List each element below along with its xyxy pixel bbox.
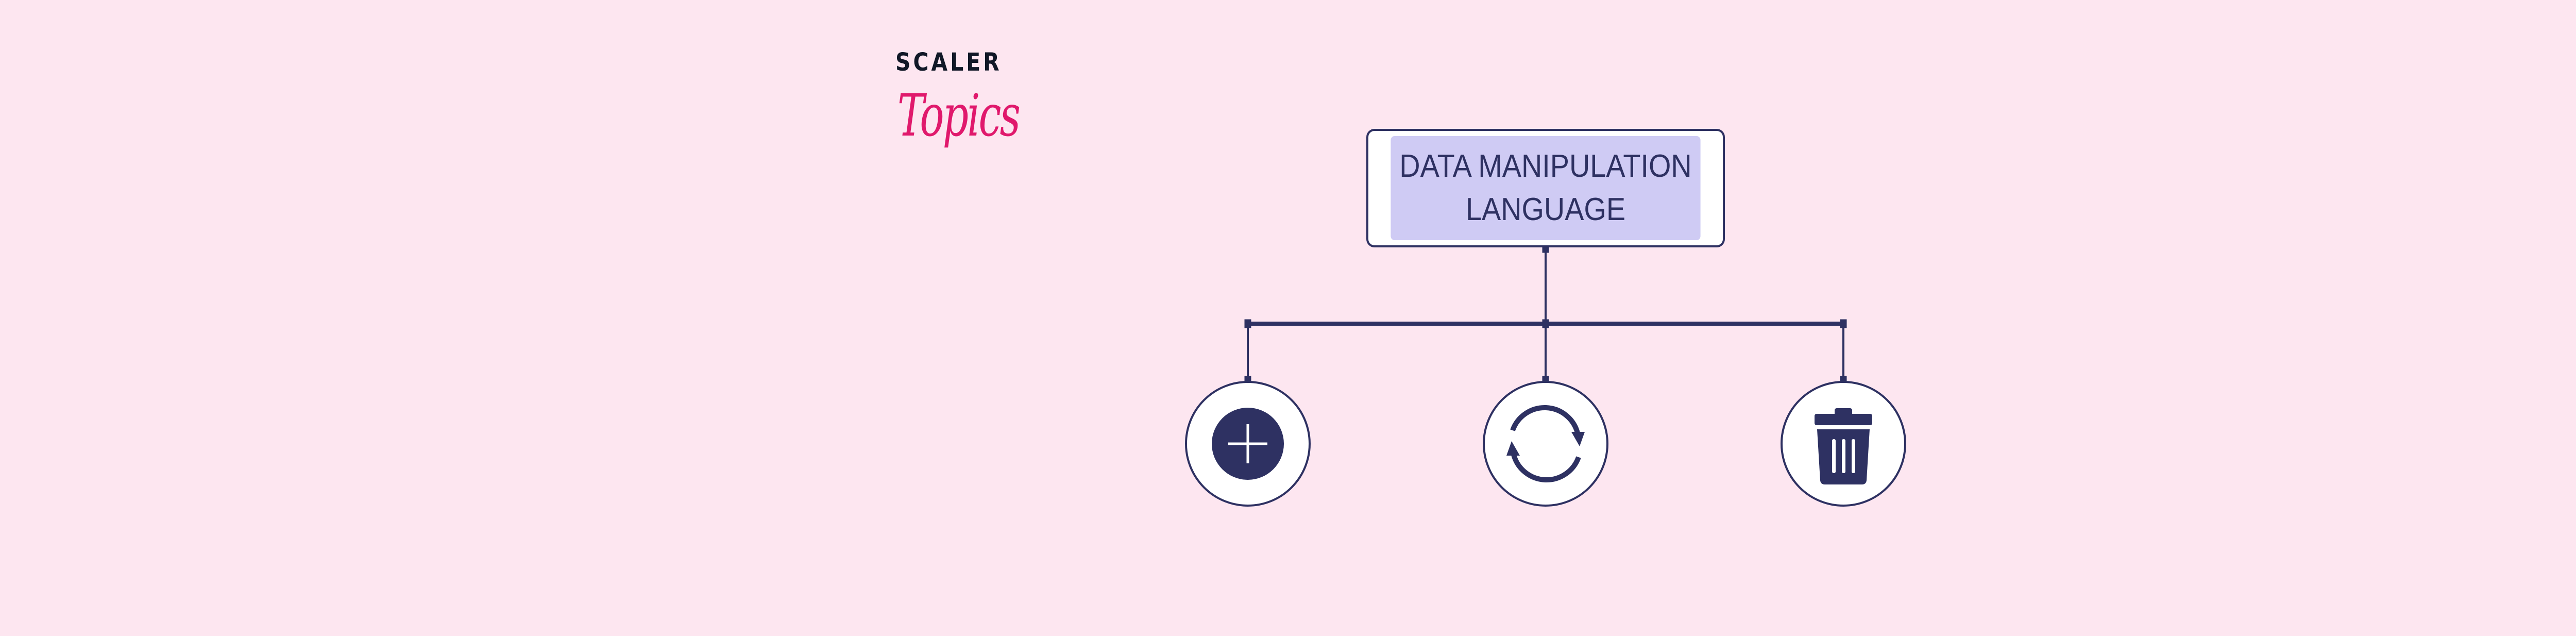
junction-dot bbox=[1244, 319, 1251, 328]
logo-scaler-text: SCALER bbox=[895, 48, 1002, 77]
insert-node bbox=[1185, 381, 1311, 507]
root-node-data-manipulation-language: DATA MANIPULATION LANGUAGE bbox=[1366, 129, 1725, 247]
root-node-label-line1: DATA MANIPULATION bbox=[1399, 148, 1692, 184]
trash-icon bbox=[1815, 408, 1872, 484]
logo-topics-text: Topics bbox=[897, 82, 1021, 149]
delete-node bbox=[1781, 381, 1906, 507]
junction-dot bbox=[1840, 319, 1847, 328]
plus-circle-icon bbox=[1212, 408, 1284, 480]
junction-dot bbox=[1542, 247, 1549, 253]
root-node-label-line2: LANGUAGE bbox=[1465, 192, 1626, 227]
update-node bbox=[1483, 381, 1608, 507]
junction-dot bbox=[1542, 319, 1549, 328]
refresh-icon bbox=[1506, 405, 1585, 482]
